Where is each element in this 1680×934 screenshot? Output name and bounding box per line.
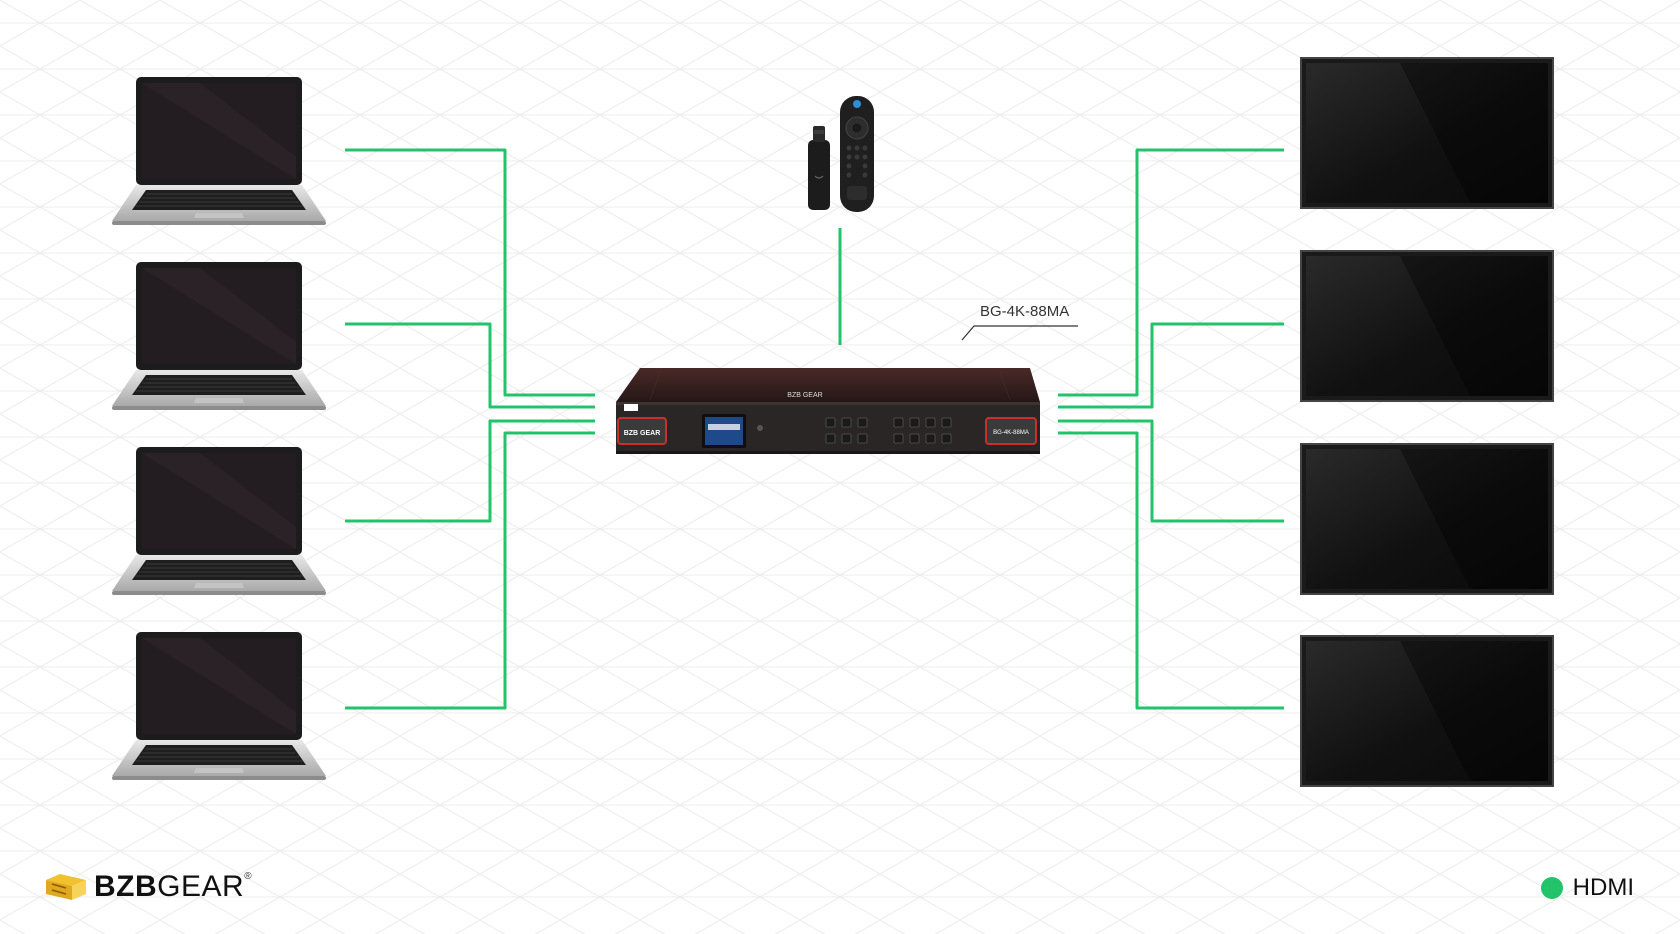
model-callout-line <box>961 325 1078 341</box>
brand-mark-icon <box>46 874 86 900</box>
hdmi-connections-right <box>1058 148 1284 710</box>
switcher-4k-badge <box>624 404 638 411</box>
switcher-top-texture <box>649 371 1011 401</box>
brand-name-light: GEAR <box>157 870 245 903</box>
switcher-front <box>616 402 1040 454</box>
laptops-group <box>112 77 326 780</box>
displays-group <box>1300 57 1554 787</box>
front-badge-left-text: BZB GEAR <box>624 430 661 437</box>
display-icon <box>1300 57 1554 209</box>
brand-registered: ® <box>244 871 253 882</box>
legend-hdmi-swatch <box>1540 877 1563 899</box>
brand-logo: BZBGEAR® <box>46 872 252 902</box>
hdmi-line <box>345 419 595 523</box>
laptop-icon <box>112 77 326 225</box>
matrix-switcher: BZB GEAR BZB GEAR BG-4K-88MA <box>616 368 1040 454</box>
hdmi-line <box>1058 148 1284 397</box>
hdmi-line <box>1058 322 1284 409</box>
front-buttons-left <box>825 417 868 444</box>
legend-hdmi-label: HDMI <box>1572 874 1634 901</box>
legend: HDMI <box>1540 874 1634 902</box>
display-icon <box>1300 635 1554 787</box>
switcher-top <box>616 368 1040 402</box>
hdmi-line <box>1058 419 1284 523</box>
front-buttons-right <box>893 417 952 444</box>
hdmi-line <box>1058 431 1284 710</box>
switcher-top-brand: BZB GEAR <box>787 392 822 399</box>
hdmi-line <box>345 431 595 710</box>
display-icon <box>1300 443 1554 595</box>
remote-control-icon <box>840 96 874 212</box>
brand-wordmark: BZBGEAR® <box>94 872 252 902</box>
hdmi-line <box>345 148 595 397</box>
laptop-icon <box>112 447 326 595</box>
streaming-stick-icon <box>808 126 830 210</box>
laptop-icon <box>112 262 326 410</box>
hdmi-line <box>345 322 595 409</box>
front-badge-right-text: BG-4K-88MA <box>993 430 1029 436</box>
front-badge-right <box>985 417 1037 445</box>
model-label: BG-4K-88MA <box>980 303 1070 320</box>
front-badge-left <box>617 417 667 445</box>
hdmi-connections-left <box>345 148 595 710</box>
display-icon <box>1300 250 1554 402</box>
laptop-icon <box>112 632 326 780</box>
brand-name-bold: BZB <box>94 870 158 903</box>
